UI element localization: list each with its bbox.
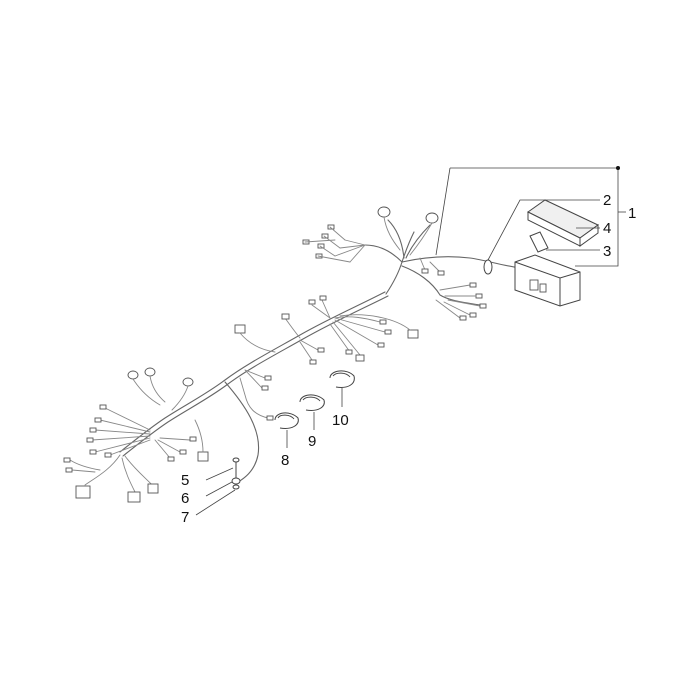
upper-connector-cluster (302, 206, 487, 321)
part-2-grommet (483, 199, 600, 275)
callout-7: 7 (181, 509, 189, 526)
callout-4: 4 (603, 220, 611, 237)
part-3-fuse (529, 231, 600, 253)
callout-3: 3 (603, 243, 611, 260)
lower-connector-cluster (63, 367, 274, 503)
part-4-cover (527, 199, 600, 247)
callout-5: 5 (181, 472, 189, 489)
callout-2: 2 (603, 192, 611, 209)
callout-6: 6 (181, 490, 189, 507)
callout-10: 10 (332, 412, 349, 429)
callout-9: 9 (308, 433, 316, 450)
clamp-8 (274, 412, 299, 448)
callout-8: 8 (281, 452, 289, 469)
clamp-9 (299, 394, 325, 430)
part-1-group (435, 166, 626, 267)
callout-1: 1 (628, 205, 636, 222)
main-harness (119, 219, 521, 483)
fuse-box (514, 254, 581, 307)
part-5-7-stud (195, 457, 241, 516)
clamp-10 (329, 370, 355, 407)
middle-connector-cluster (234, 295, 419, 365)
